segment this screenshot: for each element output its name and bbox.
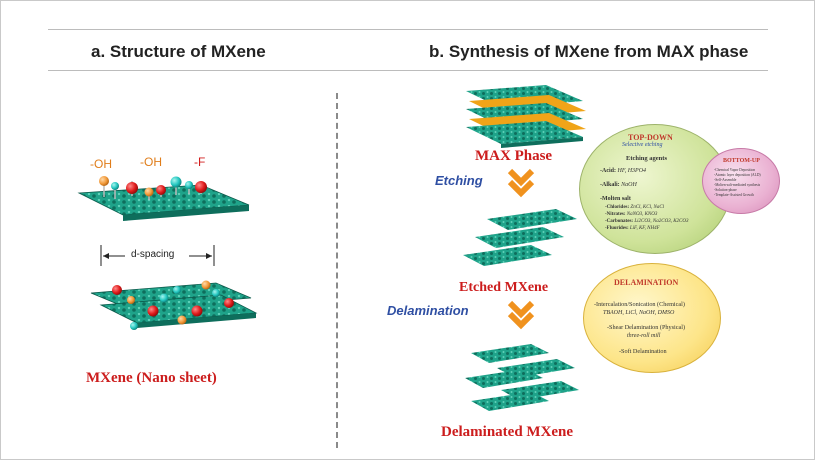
delamination-item-1-sub: TBAOH, LiCl, NaOH, DMSO [603, 310, 675, 316]
nitrates-value: NaNO3, KNO3 [626, 212, 658, 217]
delaminated-mxene-label: Delaminated MXene [441, 424, 574, 440]
panel-a-title: a. Structure of MXene [91, 42, 266, 61]
etching-down-arrow [507, 168, 535, 198]
fluorides-row: -Fluorides: LiF, KF, NH4F [605, 226, 660, 231]
nitrates-label: -Nitrates: [605, 212, 626, 217]
nitrates-row: -Nitrates: NaNO3, KNO3 [605, 212, 657, 217]
header-rule [48, 70, 768, 71]
bottom-up-item: -Self-Assemble [714, 178, 737, 182]
panel-b-title: b. Synthesis of MXene from MAX phase [429, 42, 749, 61]
d-spacing-label: d-spacing [131, 249, 175, 260]
max-phase-label: MAX Phase [475, 148, 553, 164]
etching-agents-heading: Etching agents [626, 155, 667, 162]
top-rule [48, 29, 768, 30]
delaminated-mxene-sheets [465, 344, 579, 411]
carbonates-label: -Carbonates: [605, 219, 634, 224]
fluorides-value: LiF, KF, NH4F [629, 226, 660, 231]
top-down-subtitle: Selective etching [622, 142, 663, 148]
chlorides-row: -Chlorides: ZnCl, KCl, NaCl [605, 205, 664, 210]
carbonates-row: -Carbonates: Li2CO3, Na2CO3, K2CO3 [605, 219, 689, 224]
surface-termination-groups [99, 176, 207, 200]
bottom-up-item: -Chemical Vapor Deposition [714, 168, 756, 172]
delamination-bubble: DELAMINATION -Intercalation/Sonication (… [583, 263, 721, 373]
bottom-up-item: -Template-Assisted Growth [714, 193, 754, 197]
acid-value: HF, H3PO4 [617, 168, 647, 174]
bottom-up-item: -Molten-salt-mediated synthesis [714, 183, 761, 187]
delamination-down-arrow [507, 300, 535, 330]
synthesis-illustration [463, 85, 586, 411]
chlorides-label: -Chlorides: [605, 205, 630, 210]
delamination-item-2: -Shear Delamination (Physical) [607, 324, 686, 331]
bottom-up-title: BOTTOM-UP [723, 158, 760, 164]
delamination-item-1: -Intercalation/Sonication (Chemical) [594, 301, 685, 308]
acid-label: -Acid: [600, 168, 616, 174]
delamination-item-2-sub: three-roll mill [627, 333, 661, 339]
top-down-title: TOP-DOWN [628, 133, 673, 142]
acid-row: -Acid: HF, H3PO4 [600, 168, 646, 174]
etching-step-label: Etching [435, 173, 483, 188]
max-phase-stack [466, 85, 586, 148]
oh-group-label-1: -OH [90, 157, 112, 171]
d-spacing-marker [100, 245, 215, 266]
f-group-label: -F [194, 155, 206, 169]
chlorides-value: ZnCl, KCl, NaCl [630, 205, 665, 210]
delamination-item-3: -Soft Delamination [619, 348, 667, 355]
delamination-title: DELAMINATION [614, 278, 679, 287]
bottom-up-bubble: BOTTOM-UP -Chemical Vapor Deposition -At… [702, 148, 780, 214]
bottom-up-item: -Atomic layer deposition (ALD) [714, 173, 761, 177]
bottom-up-item: -Solution-phase [714, 188, 737, 192]
carbonates-value: Li2CO3, Na2CO3, K2CO3 [634, 219, 689, 224]
delamination-step-label: Delamination [387, 303, 469, 318]
etched-mxene-sheets [463, 209, 577, 266]
alkali-row: -Alkali: NaOH [600, 182, 637, 188]
intercalated-termination-groups [112, 280, 234, 330]
nano-sheet-caption: MXene (Nano sheet) [86, 370, 217, 386]
panel-divider [336, 93, 338, 448]
oh-group-label-2: -OH [140, 155, 162, 169]
molten-salt-heading: -Molten salt [600, 196, 631, 202]
alkali-label: -Alkali: [600, 182, 620, 188]
mxene-structure-illustration [77, 176, 258, 330]
etched-mxene-label: Etched MXene [459, 280, 549, 295]
fluorides-label: -Fluorides: [605, 226, 629, 231]
alkali-value: NaOH [621, 182, 637, 188]
